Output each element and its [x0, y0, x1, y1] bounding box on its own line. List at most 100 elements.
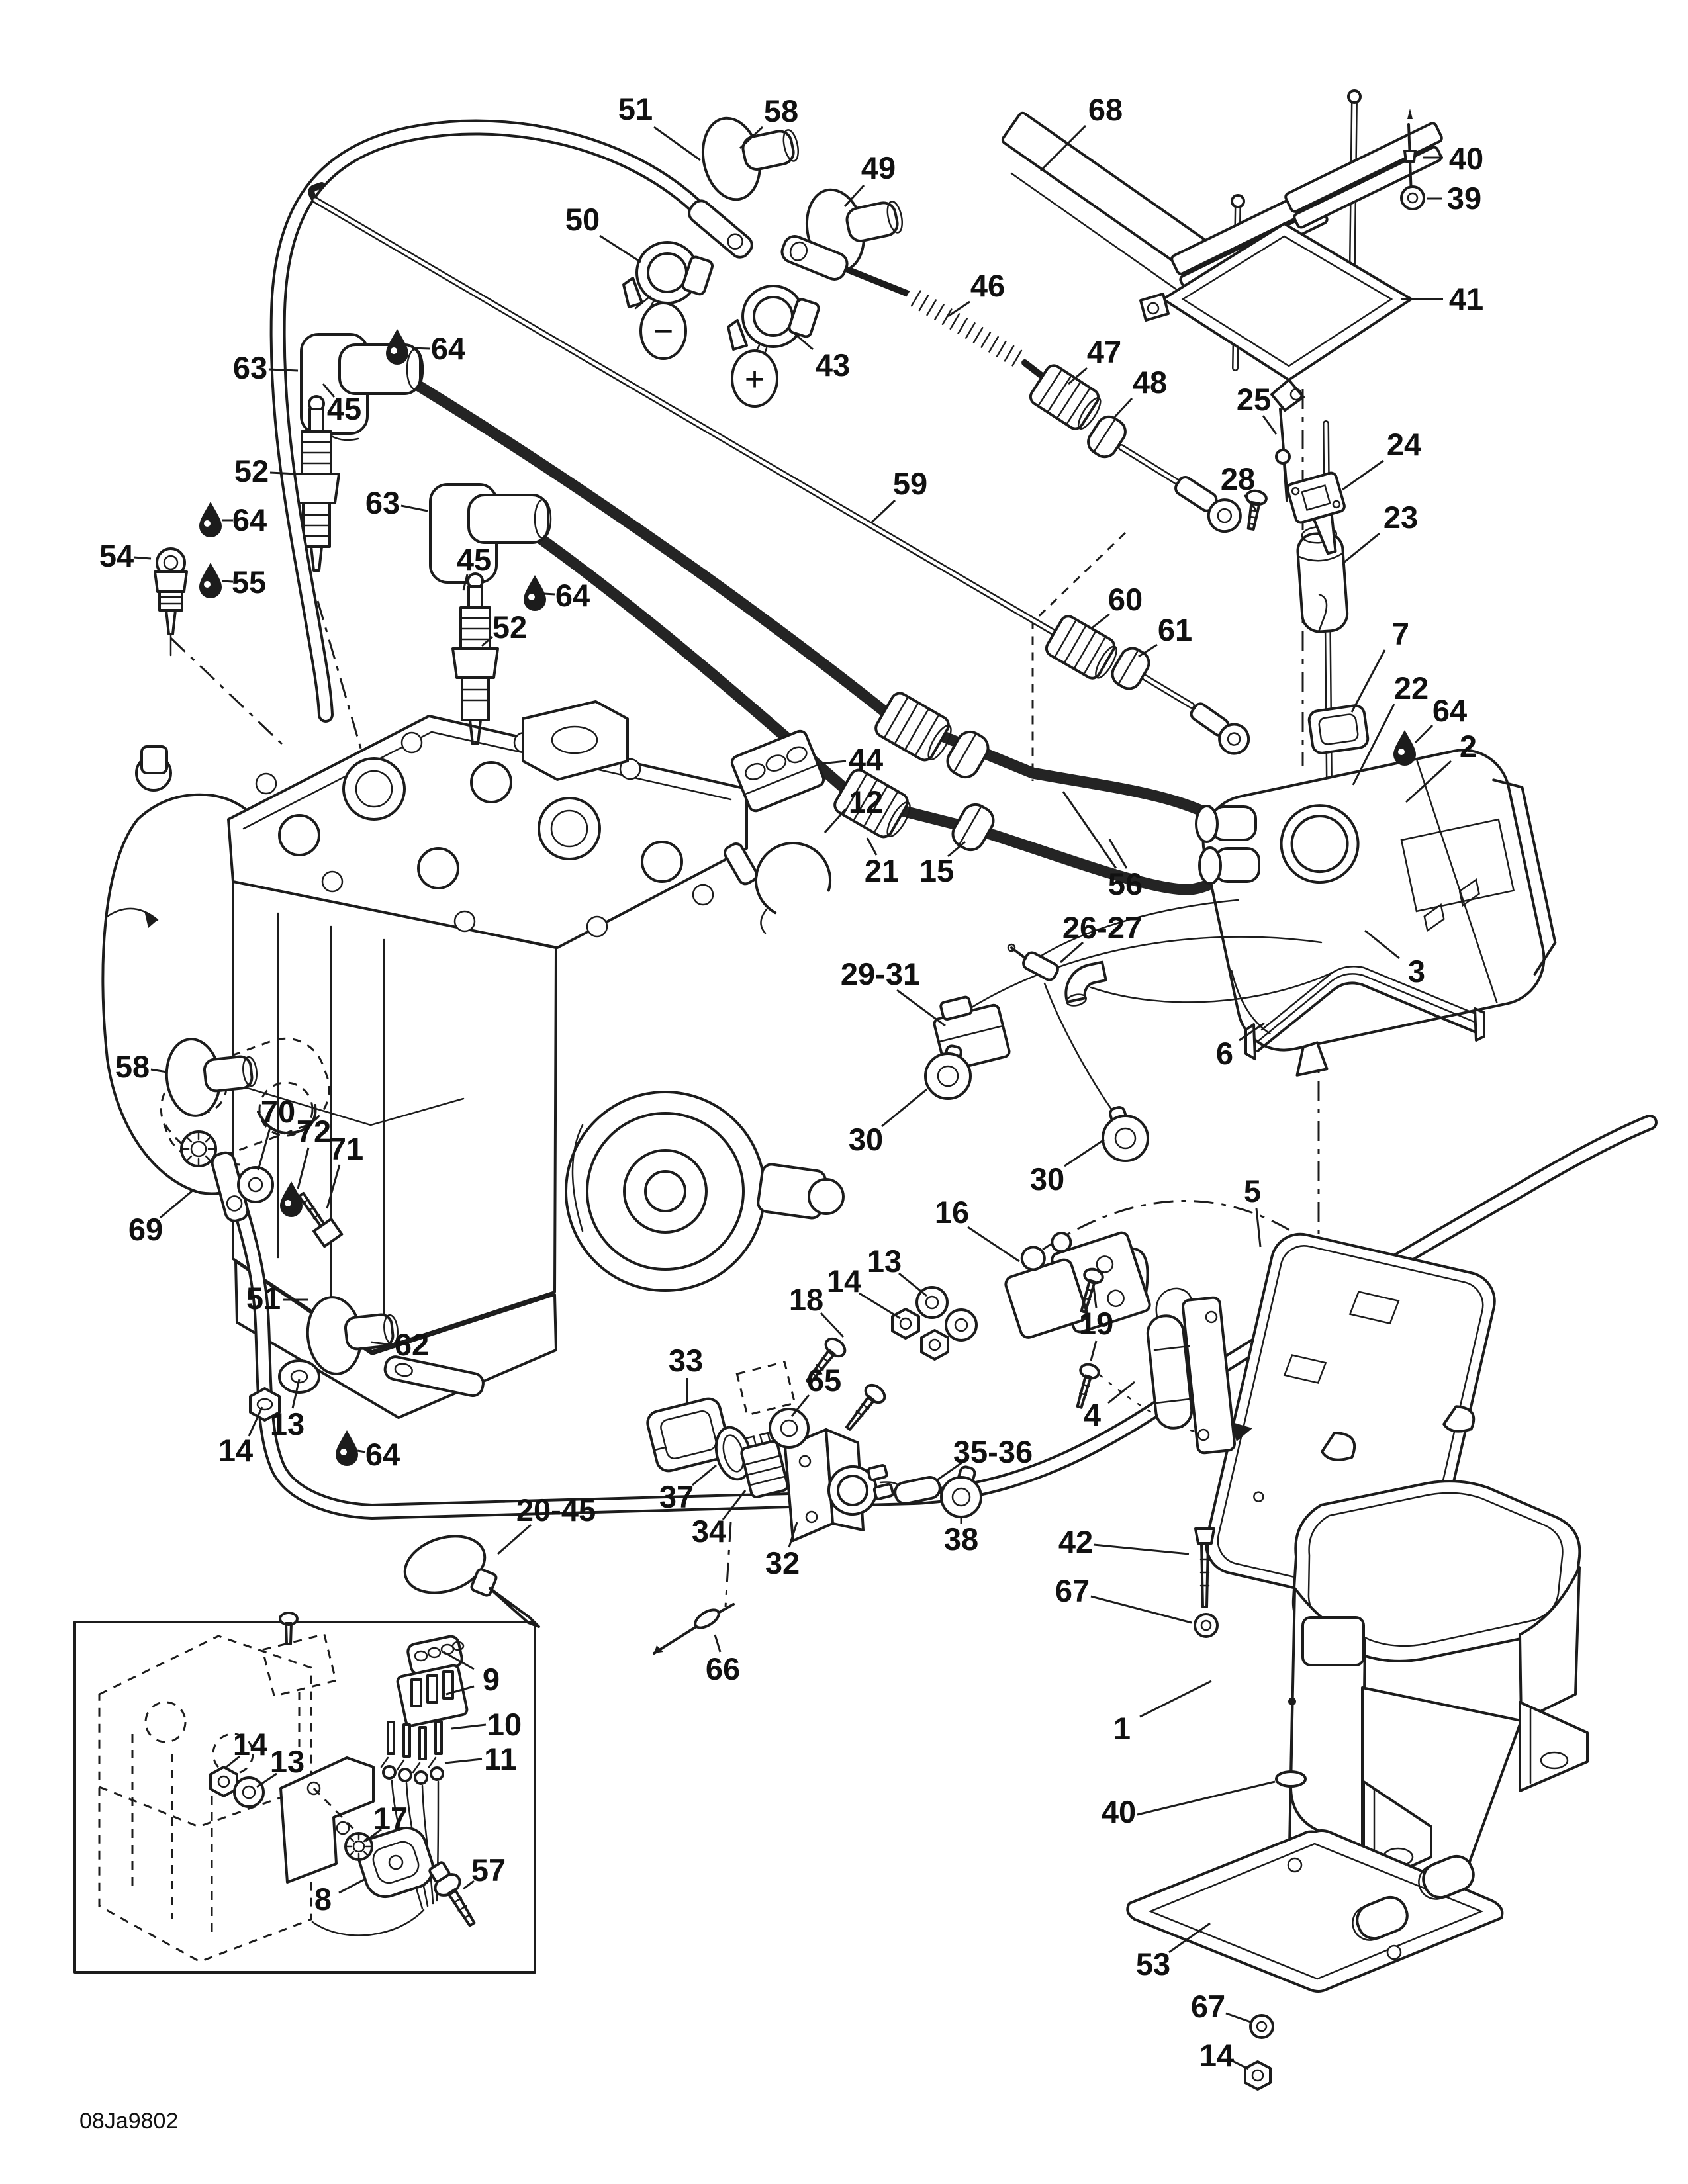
nut-14 [1244, 2060, 1272, 2091]
nut-67 [1249, 2014, 1274, 2039]
callout-label: 45 [327, 391, 361, 426]
rivet-66 [653, 1603, 735, 1655]
callout-69: 69 [128, 1189, 194, 1247]
spark-plug-2 [451, 572, 499, 745]
plate-clip [1418, 1854, 1475, 1900]
callout-label: 39 [1447, 181, 1481, 216]
callout-label: 14 [827, 1263, 861, 1298]
callout-14: 14 [1199, 2038, 1249, 2073]
callout-9: 9 [443, 1651, 500, 1697]
callout-29-31: 29-31 [841, 956, 946, 1027]
plate-clip [1352, 1895, 1409, 1941]
callout-40: 40 [1102, 1780, 1276, 1829]
inset-nuts-11 [382, 1765, 444, 1785]
callout-15: 15 [919, 841, 966, 888]
callout-label: 13 [867, 1244, 902, 1279]
cable-lug [383, 1355, 485, 1398]
callout-47: 47 [1068, 334, 1121, 385]
callout-label: 61 [1158, 612, 1192, 647]
callout-label: 67 [1191, 1989, 1225, 2024]
callout-48: 48 [1113, 365, 1167, 418]
callout-label: 19 [1079, 1306, 1113, 1341]
callout-label: 22 [1394, 670, 1429, 705]
callout-46: 46 [947, 268, 1005, 318]
callout-42: 42 [1058, 1524, 1190, 1559]
callout-label: 54 [99, 538, 134, 573]
callout-label: 63 [233, 350, 267, 385]
ferrule-47 [1029, 364, 1102, 430]
callout-65: 65 [790, 1363, 841, 1417]
plus-symbol: + [745, 360, 765, 398]
choke-cable [308, 182, 1250, 755]
callout-label: 48 [1133, 365, 1167, 400]
switch-bracket-group [403, 1361, 982, 1655]
callout-50: 50 [565, 202, 641, 263]
inset-pins-10 [380, 1721, 443, 1774]
callout-label: 44 [849, 742, 883, 777]
callout-60: 60 [1090, 582, 1143, 630]
tank-elbow [1195, 805, 1257, 843]
inset-connector-9 [396, 1635, 469, 1727]
callout-label: 15 [919, 853, 954, 888]
callout-22: 22 [1352, 670, 1429, 786]
callout-label: 46 [970, 268, 1005, 303]
callout-62: 62 [370, 1327, 429, 1362]
callout-label: 64 [555, 578, 590, 613]
callout-51: 51 [618, 91, 701, 161]
cable-lug [688, 199, 753, 259]
callout-label: 59 [893, 466, 927, 501]
callout-7: 7 [1350, 616, 1409, 713]
callout-label: 50 [565, 202, 600, 237]
connector-24 [1286, 471, 1346, 555]
callout-17: 17 [365, 1801, 408, 1843]
nut [920, 1329, 949, 1361]
callout-label: 24 [1387, 427, 1421, 462]
callout-label: 13 [270, 1406, 305, 1441]
bolt-71 [297, 1191, 344, 1248]
callout-59: 59 [870, 466, 927, 524]
callout-8: 8 [314, 1878, 365, 1917]
callout-label: 62 [395, 1327, 429, 1362]
callout-37: 37 [659, 1464, 717, 1514]
callout-53: 53 [1136, 1922, 1211, 1981]
box-right-face [1519, 1566, 1581, 1722]
callout-label: 70 [261, 1094, 295, 1129]
callout-label: 56 [1108, 866, 1143, 901]
callout-70: 70 [257, 1094, 295, 1171]
gasket-7 [1307, 704, 1370, 754]
temp-sensor-54 [154, 547, 188, 657]
terminal-cap [306, 1296, 399, 1375]
boot-33 [646, 1397, 731, 1473]
callout-label: 4 [1084, 1397, 1101, 1432]
callout-67: 67 [1191, 1989, 1253, 2024]
droplet-icon [1393, 730, 1416, 766]
callout-label: 17 [373, 1801, 408, 1836]
holddown-bar [1284, 122, 1443, 213]
wire-holder-44 [730, 729, 825, 813]
callout-label: 7 [1392, 616, 1409, 651]
lubricant-droplets [199, 329, 1416, 1466]
callout-58: 58 [739, 93, 798, 150]
callout-68: 68 [1039, 92, 1123, 172]
callout-label: 29-31 [841, 956, 920, 991]
callout-43: 43 [792, 331, 850, 383]
callout-label: 72 [297, 1114, 331, 1149]
box-handle [1301, 1616, 1365, 1666]
callout-2: 2 [1405, 729, 1477, 803]
callout-label: 58 [764, 93, 798, 128]
callout-13: 13 [256, 1744, 305, 1788]
callout-64: 64 [222, 502, 267, 537]
callout-label: 30 [849, 1122, 883, 1157]
arrowhead-icon [144, 911, 158, 928]
ferrule-21 [833, 768, 911, 839]
callout-label: 28 [1221, 461, 1255, 496]
nut [891, 1308, 920, 1340]
callout-64: 64 [1414, 693, 1467, 744]
spring-clip-12 [724, 842, 831, 934]
callout-64: 64 [543, 578, 590, 613]
screw-40 [1403, 109, 1417, 197]
callout-39: 39 [1427, 181, 1481, 216]
callout-30: 30 [1030, 1138, 1105, 1197]
callout-label: 42 [1058, 1524, 1093, 1559]
